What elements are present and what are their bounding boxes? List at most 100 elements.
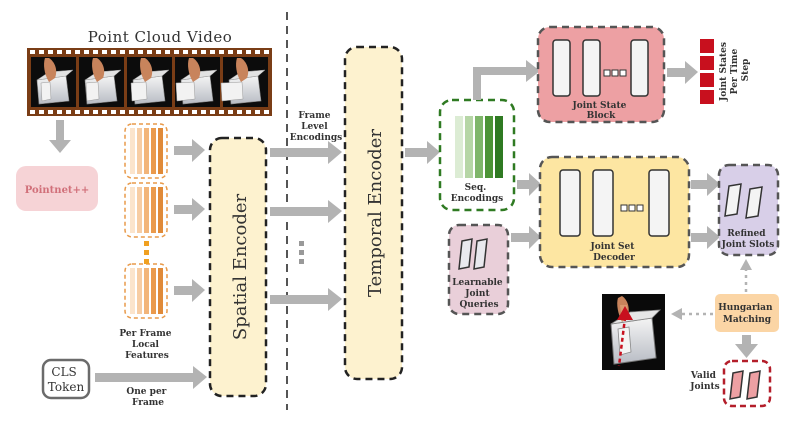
- film-sprocket: [111, 110, 116, 114]
- arrow-hungarian-to-image: [671, 308, 713, 320]
- film-sprocket: [192, 110, 197, 114]
- arrow-hungarian-to-slots: [740, 259, 752, 292]
- film-sprocket: [156, 50, 161, 54]
- cls-token-label: CLS Token: [48, 365, 85, 394]
- arrow-spatial-to-temporal: [270, 141, 342, 164]
- film-sprocket: [48, 110, 53, 114]
- hungarian-label: Hungarian Matching: [718, 303, 775, 325]
- cls-token-block: CLS Token: [41, 358, 91, 400]
- joint-states-output: [700, 39, 714, 104]
- film-sprocket: [93, 110, 98, 114]
- film-sprocket: [120, 50, 125, 54]
- refined-slots-block: Refined Joint Slots: [717, 163, 780, 257]
- film-sprocket: [192, 50, 197, 54]
- joint-state-block: Joint State Block: [536, 25, 666, 124]
- film-sprocket: [219, 110, 224, 114]
- film-sprocket: [75, 50, 80, 54]
- film-sprocket: [165, 50, 170, 54]
- film-sprocket: [174, 50, 179, 54]
- film-sprocket: [237, 110, 242, 114]
- film-sprocket: [57, 50, 62, 54]
- arrow-video-to-pointnet: [49, 120, 71, 153]
- film-sprocket: [138, 50, 143, 54]
- film-sprocket: [210, 50, 215, 54]
- arrow-hungarian-to-valid: [735, 335, 758, 358]
- film-sprocket: [138, 110, 143, 114]
- hungarian-matching-block: Hungarian Matching: [715, 294, 779, 332]
- film-sprocket: [201, 50, 206, 54]
- film-sprocket: [48, 50, 53, 54]
- seq-encodings-block: Seq. Encodings: [438, 98, 516, 212]
- film-sprocket: [264, 110, 269, 114]
- film-sprocket: [93, 50, 98, 54]
- feature-stack: [124, 182, 168, 238]
- film-sprocket: [183, 50, 188, 54]
- valid-joints-block: [722, 359, 772, 408]
- arrow-cls-to-spatial: [95, 366, 207, 389]
- arrows-decoder-to-slots: [691, 173, 720, 249]
- arrow-spatial-to-temporal: [270, 288, 342, 311]
- film-sprocket: [111, 50, 116, 54]
- valid-joints-label: Valid Joints: [689, 371, 719, 392]
- video-frame: [79, 57, 124, 107]
- arrow-joint-state-to-output: [667, 61, 698, 84]
- temporal-encoder-label: Temporal Encoder: [365, 129, 386, 297]
- film-sprocket: [237, 50, 242, 54]
- spatial-encoder-label: Spatial Encoder: [230, 193, 251, 340]
- joint-set-decoder-block: Joint Set Decoder: [538, 155, 691, 269]
- ground-truth-image: [602, 294, 665, 370]
- film-sprocket: [84, 110, 89, 114]
- per-frame-label: Per Frame Local Features: [119, 329, 174, 361]
- film-sprocket: [264, 50, 269, 54]
- film-sprocket: [39, 50, 44, 54]
- per-frame-feature-stacks: [124, 123, 168, 319]
- film-sprocket: [30, 110, 35, 114]
- feature-stack: [124, 123, 168, 179]
- arrows-features-to-spatial: [174, 139, 205, 302]
- frame-level-encodings-label: Frame Level Encodings: [290, 111, 343, 143]
- arrow-seq-to-joint-state: [473, 60, 540, 100]
- film-sprocket: [246, 110, 251, 114]
- feature-ellipsis: [144, 241, 149, 264]
- arrow-feature-to-spatial: [174, 198, 205, 221]
- film-sprocket: [147, 50, 152, 54]
- temporal-encoder-block: Temporal Encoder: [343, 45, 404, 381]
- seq-encoding-bar: [485, 116, 493, 178]
- seq-encoding-bar: [455, 116, 463, 178]
- film-sprocket: [147, 110, 152, 114]
- video-frame: [220, 57, 268, 107]
- film-sprocket: [255, 110, 260, 114]
- learnable-queries-block: Learnable Joint Queries: [447, 223, 510, 316]
- film-sprocket: [84, 50, 89, 54]
- video-frame: [175, 57, 220, 107]
- arrow-feature-to-spatial: [174, 139, 205, 162]
- film-sprocket: [30, 50, 35, 54]
- film-sprocket: [174, 110, 179, 114]
- seq-encoding-bar: [495, 116, 503, 178]
- one-per-frame-label: One per Frame: [126, 387, 169, 408]
- film-sprocket: [165, 110, 170, 114]
- film-sprocket: [120, 110, 125, 114]
- film-sprocket: [183, 110, 188, 114]
- arrow-spatial-to-temporal: [270, 200, 342, 223]
- video-frame: [127, 57, 172, 107]
- film-sprocket: [129, 50, 134, 54]
- video-title: Point Cloud Video: [88, 28, 232, 46]
- arrow-feature-to-spatial: [174, 279, 205, 302]
- film-sprocket: [102, 50, 107, 54]
- joint-set-decoder-label: Joint Set Decoder: [589, 242, 637, 263]
- pointnet-block: Pointnet++: [16, 166, 98, 211]
- film-sprocket: [255, 50, 260, 54]
- film-sprocket: [201, 110, 206, 114]
- point-cloud-video-strip: [27, 48, 272, 116]
- film-sprocket: [66, 50, 71, 54]
- seq-encodings-label: Seq. Encodings: [451, 183, 504, 204]
- arrows-spatial-to-temporal: [270, 141, 342, 311]
- film-sprocket: [39, 110, 44, 114]
- film-sprocket: [228, 50, 233, 54]
- film-sprocket: [75, 110, 80, 114]
- arrow-queries-to-decoder: [511, 226, 541, 249]
- film-sprocket: [228, 110, 233, 114]
- film-sprocket: [66, 110, 71, 114]
